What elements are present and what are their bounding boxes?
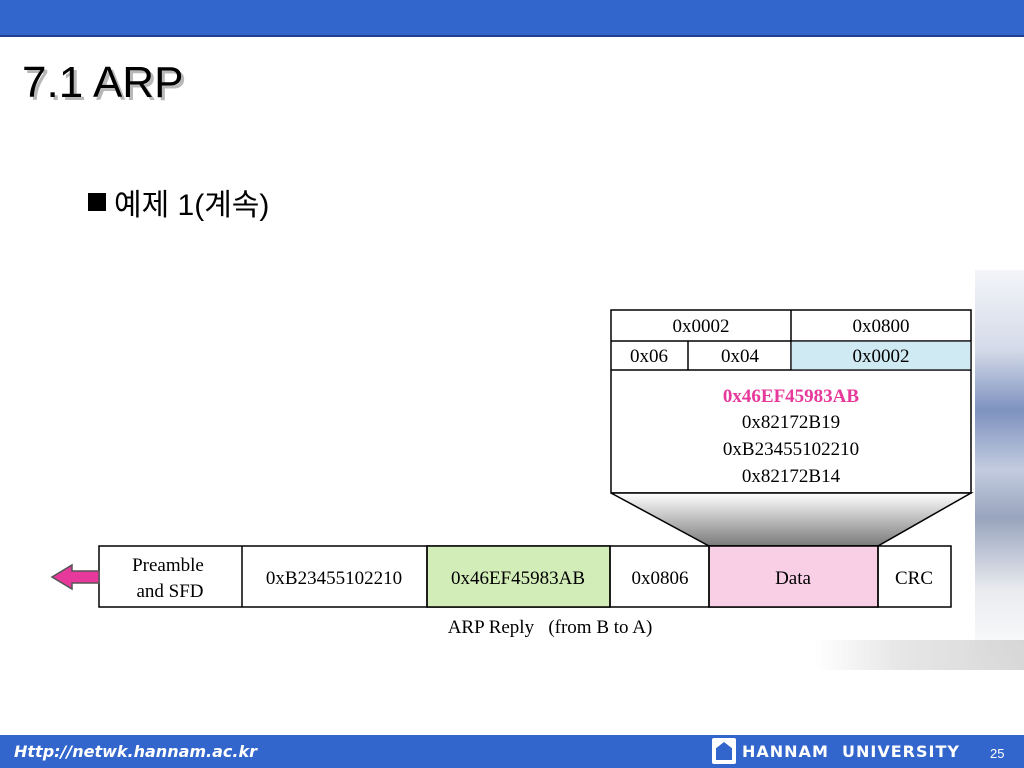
- left-arrow-icon: [50, 563, 100, 591]
- slide-title: 7.1 ARP: [22, 58, 184, 107]
- footer-university: HANNAM UNIVERSITY: [742, 742, 960, 761]
- source-address-cell: [426, 545, 611, 608]
- sender-hardware-address: 0x46EF45983AB: [723, 386, 860, 407]
- operation-value: 0x0002: [853, 346, 910, 367]
- bullet-item: 예제 1(계속): [88, 180, 269, 224]
- footer-bar: [0, 735, 1024, 768]
- sender-protocol-address: 0x82172B19: [742, 412, 840, 433]
- frame-caption: ARP Reply (from B to A): [448, 617, 653, 638]
- top-bar: [0, 0, 1024, 37]
- preamble-label-line1: Preamble: [132, 555, 204, 576]
- encapsulation-funnel: [610, 492, 974, 547]
- bullet-text: 예제 1(계속): [114, 189, 270, 222]
- target-hardware-address: 0xB23455102210: [723, 439, 859, 460]
- operation-cell-fill: [791, 341, 971, 370]
- destination-address: 0xB23455102210: [266, 568, 402, 589]
- hannam-logo-icon: [712, 738, 736, 764]
- square-bullet-icon: [88, 193, 106, 211]
- protocol-length-value: 0x04: [721, 346, 760, 367]
- source-address: 0x46EF45983AB: [451, 568, 585, 589]
- crc-label: CRC: [895, 568, 933, 589]
- page-number: 25: [990, 746, 1005, 761]
- hardware-type-value: 0x0002: [673, 316, 730, 337]
- decorative-background-image: [975, 270, 1024, 670]
- data-label: Data: [775, 568, 811, 589]
- footer-url: Http://netwk.hannam.ac.kr: [14, 742, 258, 761]
- decorative-background-image-shadow: [815, 640, 1024, 670]
- ethertype-value: 0x0806: [632, 568, 689, 589]
- hardware-length-value: 0x06: [630, 346, 668, 367]
- preamble-label-line2: and SFD: [136, 581, 203, 602]
- data-cell: [708, 545, 879, 608]
- target-protocol-address: 0x82172B14: [742, 466, 841, 487]
- protocol-type-value: 0x0800: [853, 316, 910, 337]
